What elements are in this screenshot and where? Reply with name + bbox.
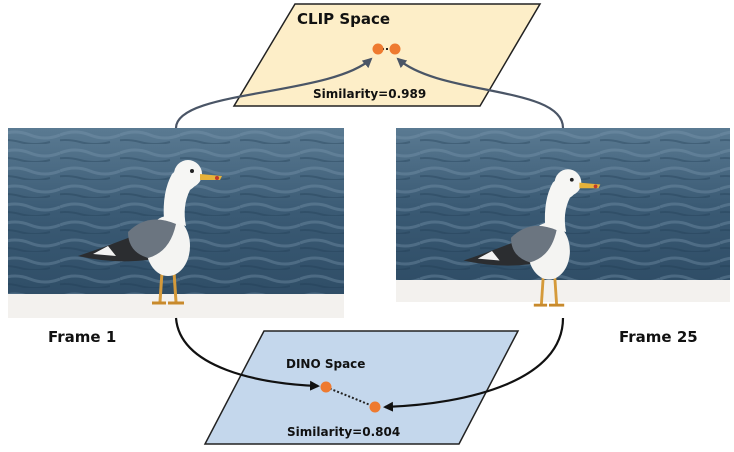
clip-similarity-label: Similarity=0.989	[313, 87, 426, 101]
frame-1-image	[8, 128, 344, 318]
dino-point-frame-25	[369, 401, 381, 413]
dino-space-panel	[203, 330, 520, 445]
dino-arrow-frame-1	[174, 317, 320, 391]
dino-arrow-frame-25	[383, 317, 565, 412]
frame-25-image	[396, 128, 730, 307]
clip-point-frame-25	[389, 43, 401, 55]
dino-similarity-label: Similarity=0.804	[287, 425, 400, 439]
dino-space-title: DINO Space	[286, 357, 365, 371]
dino-point-frame-1	[320, 381, 332, 393]
clip-point-frame-1	[372, 43, 384, 55]
clip-space-title: CLIP Space	[297, 10, 390, 28]
clip-arrow-frame-25	[396, 57, 565, 129]
frame-1-label: Frame 1	[48, 328, 116, 346]
frame-25-label: Frame 25	[619, 328, 698, 346]
clip-arrow-frame-1	[174, 57, 373, 129]
dino-distance-line	[325, 386, 376, 408]
clip-space-panel	[232, 3, 542, 107]
